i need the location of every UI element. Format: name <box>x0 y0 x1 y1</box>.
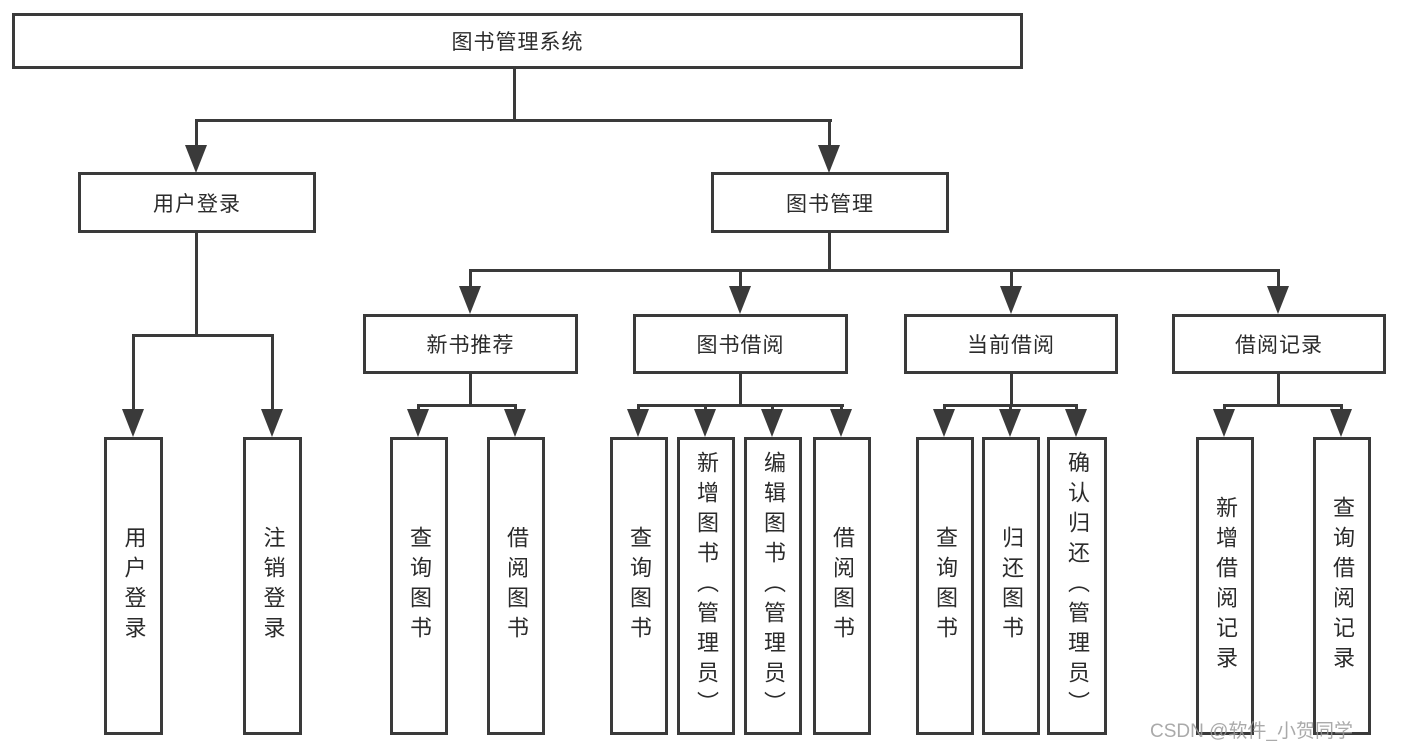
arrow-down-icon <box>999 409 1021 437</box>
leaf-add-books-admin: 新增图书（管理员） <box>677 437 735 735</box>
arrow-down-icon <box>694 409 716 437</box>
leaf-label: 查询借阅记录 <box>1330 496 1355 676</box>
arrow-down-icon <box>261 409 283 437</box>
connector-line <box>469 269 472 291</box>
connector-line <box>828 233 831 272</box>
arrow-down-icon <box>729 286 751 314</box>
arrow-down-icon <box>459 286 481 314</box>
leaf-add-borrow-record: 新增借阅记录 <box>1196 437 1254 735</box>
connector-line <box>195 233 198 337</box>
connector-line <box>469 269 1280 272</box>
connector-line <box>739 374 742 407</box>
arrow-down-icon <box>122 409 144 437</box>
node-root: 图书管理系统 <box>12 13 1023 69</box>
arrow-down-icon <box>933 409 955 437</box>
connector-line <box>271 334 274 414</box>
node-book-borrow: 图书借阅 <box>633 314 848 374</box>
node-borrow-record: 借阅记录 <box>1172 314 1386 374</box>
connector-line <box>195 119 198 149</box>
node-new-book-recommend-label: 新书推荐 <box>426 334 515 357</box>
arrow-down-icon <box>761 409 783 437</box>
connector-line <box>513 69 516 121</box>
connector-line <box>1277 374 1280 407</box>
node-root-label: 图书管理系统 <box>451 31 584 54</box>
connector-line <box>418 404 517 407</box>
node-book-management-label: 图书管理 <box>786 192 874 216</box>
node-borrow-record-label: 借阅记录 <box>1235 334 1323 357</box>
connector-line <box>1010 269 1013 291</box>
arrow-down-icon <box>830 409 852 437</box>
leaf-query-borrow-record: 查询借阅记录 <box>1313 437 1371 735</box>
leaf-return-books: 归还图书 <box>982 437 1040 735</box>
node-new-book-recommend: 新书推荐 <box>363 314 578 374</box>
arrow-down-icon <box>1267 286 1289 314</box>
arrow-down-icon <box>1065 409 1087 437</box>
leaf-label: 查询图书 <box>933 526 958 646</box>
node-user-login-label: 用户登录 <box>153 192 241 216</box>
leaf-label: 用户登录 <box>121 526 147 646</box>
leaf-label: 借阅图书 <box>830 526 855 646</box>
connector-line <box>1277 269 1280 291</box>
leaf-edit-books-admin: 编辑图书（管理员） <box>744 437 802 735</box>
arrow-down-icon <box>185 145 207 173</box>
leaf-query-books-recommend: 查询图书 <box>390 437 448 735</box>
leaf-label: 新增借阅记录 <box>1213 496 1238 676</box>
arrow-down-icon <box>1213 409 1235 437</box>
leaf-logout: 注销登录 <box>243 437 302 735</box>
csdn-watermark: CSDN @软件_小贺同学 <box>1150 721 1353 742</box>
arrow-down-icon <box>407 409 429 437</box>
node-current-borrow: 当前借阅 <box>904 314 1118 374</box>
leaf-borrow-books: 借阅图书 <box>813 437 871 735</box>
arrow-down-icon <box>1000 286 1022 314</box>
connector-line <box>1224 404 1343 407</box>
node-book-borrow-label: 图书借阅 <box>696 334 785 357</box>
leaf-label: 新增图书（管理员） <box>694 451 719 721</box>
node-user-login: 用户登录 <box>78 172 316 233</box>
leaf-user-login: 用户登录 <box>104 437 163 735</box>
leaf-label: 编辑图书（管理员） <box>761 451 786 721</box>
arrow-down-icon <box>1330 409 1352 437</box>
leaf-query-books-current: 查询图书 <box>916 437 974 735</box>
connector-line <box>638 404 844 407</box>
leaf-label: 借阅图书 <box>504 526 529 646</box>
connector-line <box>132 334 135 414</box>
leaf-query-books-borrow: 查询图书 <box>610 437 668 735</box>
leaf-label: 归还图书 <box>999 526 1024 646</box>
connector-line <box>196 119 832 122</box>
connector-line <box>1010 374 1013 407</box>
arrow-down-icon <box>627 409 649 437</box>
connector-line <box>469 374 472 407</box>
node-book-management: 图书管理 <box>711 172 949 233</box>
arrow-down-icon <box>504 409 526 437</box>
leaf-label: 确认归还（管理员） <box>1065 451 1090 721</box>
connector-line <box>133 334 274 337</box>
arrow-down-icon <box>818 145 840 173</box>
leaf-confirm-return-admin: 确认归还（管理员） <box>1047 437 1107 735</box>
node-current-borrow-label: 当前借阅 <box>967 334 1055 357</box>
leaf-label: 注销登录 <box>260 526 286 646</box>
leaf-label: 查询图书 <box>407 526 432 646</box>
connector-line <box>739 269 742 291</box>
connector-line <box>828 119 831 149</box>
leaf-label: 查询图书 <box>627 526 652 646</box>
leaf-borrow-books-recommend: 借阅图书 <box>487 437 545 735</box>
